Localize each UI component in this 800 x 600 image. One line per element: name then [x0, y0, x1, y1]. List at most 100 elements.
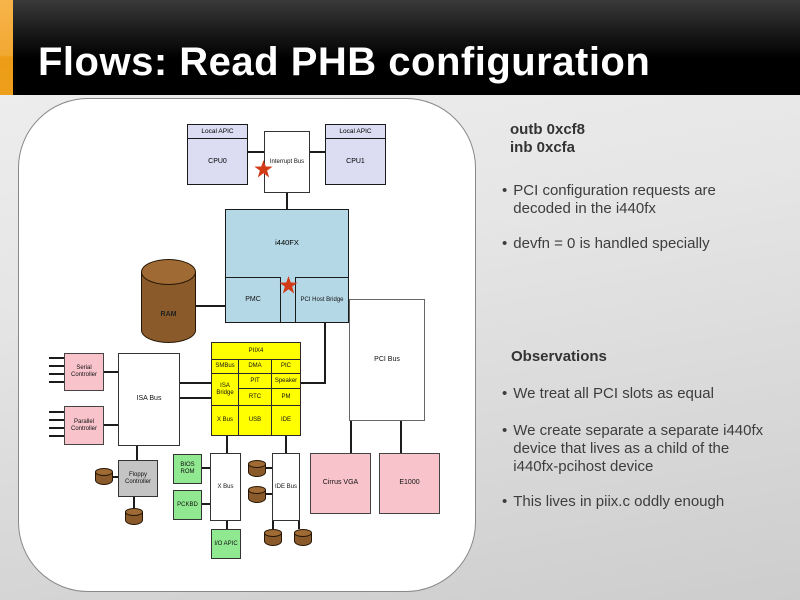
connector-pin: [49, 357, 64, 359]
connector-pin: [49, 435, 64, 437]
ram-cylinder: RAM: [141, 259, 196, 343]
bullet-text: We create separate a separate i440fx dev…: [513, 422, 764, 475]
bullet-item: We treat all PCI slots as equal: [502, 385, 762, 403]
bios-rom-box: BIOS ROM: [173, 454, 202, 484]
observations-title: Observations: [511, 348, 607, 365]
io-apic-box: I/O APIC: [211, 529, 241, 559]
connector-pin: [49, 373, 64, 375]
parallel-controller-box: Parallel Controller: [64, 406, 104, 445]
ram-label: RAM: [160, 310, 177, 318]
connector-line: [272, 521, 274, 529]
pckbd-box: PCKBD: [173, 490, 202, 520]
bullet-item: This lives in piix.c oddly enough: [502, 493, 762, 511]
bullet-dot: [502, 182, 513, 218]
connector-line: [298, 521, 300, 529]
connector-pin: [49, 411, 64, 413]
bullet-item: devfn = 0 is handled specially: [502, 235, 762, 253]
disk-cap: [264, 529, 282, 537]
interrupt-bus-box: Interrupt Bus: [264, 131, 310, 193]
bullet-dot: [502, 385, 513, 403]
piix4-rtc: RTC: [239, 389, 272, 406]
i440fx-label: i440FX: [275, 237, 299, 247]
pci-bus-box: PCI Bus: [349, 299, 425, 421]
connector-line: [133, 497, 135, 508]
bullet-dot: [502, 235, 513, 253]
bullet-text: This lives in piix.c oddly enough: [513, 493, 725, 510]
connector-line: [286, 193, 288, 209]
connector-line: [104, 424, 118, 426]
bullet-text: devfn = 0 is handled specially: [513, 235, 710, 252]
piix4-dma: DMA: [239, 360, 272, 374]
connector-line: [324, 323, 326, 384]
io-line-outb: outb 0xcf8: [510, 121, 586, 138]
connector-pin: [49, 427, 64, 429]
disk-icon: [294, 529, 312, 546]
connector-line: [113, 476, 118, 478]
cirrus-vga-box: Cirrus VGA: [310, 453, 371, 514]
connector-line: [285, 436, 287, 453]
bullet-text: PCI configuration requests are decoded i…: [513, 182, 716, 217]
pmc-box: PMC: [225, 277, 281, 323]
connector-line: [310, 151, 325, 153]
connector-pin: [49, 381, 64, 383]
serial-controller-box: Serial Controller: [64, 353, 104, 391]
disk-icon: [248, 460, 266, 477]
disk-cap: [125, 508, 143, 516]
pci-host-bridge-box: PCI Host Bridge: [295, 277, 349, 323]
accent-bar: [0, 0, 13, 95]
connector-line: [104, 371, 118, 373]
slide-header: Flows: Read PHB configuration: [0, 0, 800, 95]
piix4-xbus-cell: X Bus: [212, 406, 239, 435]
connector-line: [266, 493, 272, 495]
connector-line: [301, 382, 326, 384]
disk-icon: [264, 529, 282, 546]
connector-line: [226, 521, 228, 529]
piix4-smbus: SMBus: [212, 360, 239, 374]
cpu0-label: CPU0: [208, 158, 227, 165]
cpu0-local-apic-label: Local APIC: [188, 125, 247, 139]
bullet-text: We treat all PCI slots as equal: [513, 385, 714, 402]
connector-line: [226, 436, 228, 453]
io-line-inb: inb 0xcfa: [510, 139, 576, 156]
disk-cap: [294, 529, 312, 537]
floppy-controller-box: Floppy Controller: [118, 460, 158, 497]
disk-cap: [248, 460, 266, 468]
page-title: Flows: Read PHB configuration: [38, 40, 651, 84]
connector-line: [400, 421, 402, 453]
disk-icon: [125, 508, 143, 525]
bullet-item: We create separate a separate i440fx dev…: [502, 422, 774, 476]
disk-cap: [95, 468, 113, 476]
connector-line: [202, 467, 210, 469]
connector-line: [248, 151, 264, 153]
cpu1-box: Local APIC CPU1: [325, 124, 386, 185]
e1000-box: E1000: [379, 453, 440, 514]
bullet-dot: [502, 422, 513, 476]
connector-line: [180, 382, 211, 384]
piix4-box: PIIX4 SMBus DMA PIC ISA Bridge PIT Speak…: [211, 342, 301, 436]
piix4-isa-bridge: ISA Bridge: [212, 374, 239, 406]
cpu0-box: Local APIC CPU0: [187, 124, 248, 185]
cpu1-local-apic-label: Local APIC: [326, 125, 385, 139]
connector-line: [136, 446, 138, 460]
connector-line: [350, 421, 352, 453]
disk-cap: [248, 486, 266, 494]
ide-bus-box: IDE Bus: [272, 453, 300, 521]
ram-cap: [141, 259, 196, 285]
disk-icon: [248, 486, 266, 503]
isa-bus-box: ISA Bus: [118, 353, 180, 446]
connector-pin: [49, 365, 64, 367]
bullet-item: PCI configuration requests are decoded i…: [502, 182, 742, 218]
piix4-speaker: Speaker: [272, 374, 300, 389]
architecture-diagram: Local APIC CPU0 Interrupt Bus Local APIC…: [18, 98, 476, 592]
connector-line: [180, 397, 211, 399]
connector-line: [202, 503, 210, 505]
x-bus-box: X Bus: [210, 453, 241, 521]
piix4-pm: PM: [272, 389, 300, 406]
disk-icon: [95, 468, 113, 485]
piix4-ide: IDE: [280, 417, 291, 424]
cpu1-label: CPU1: [346, 158, 365, 165]
connector-line: [196, 305, 225, 307]
piix4-usb: USB: [239, 406, 272, 435]
